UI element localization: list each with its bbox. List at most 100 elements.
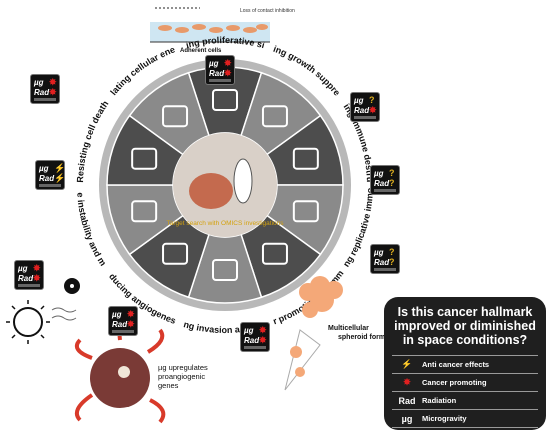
spheroid-blob bbox=[310, 276, 330, 296]
adherent-cells-panel: Adherent cells Loss of contact inhibitio… bbox=[150, 7, 295, 54]
spheroid-illustration bbox=[284, 276, 343, 391]
red-star-icon: ✸ bbox=[33, 273, 41, 283]
lightning-icon: ⚡ bbox=[54, 163, 66, 173]
badge-microgravity-label: µg bbox=[112, 310, 122, 319]
tumor-vessel-illustration bbox=[75, 318, 166, 424]
hallmark-pictogram-icon bbox=[131, 147, 158, 170]
red-star-icon: ✸ bbox=[259, 335, 267, 345]
badge-radiation-label: Rad bbox=[39, 174, 55, 183]
badge-radiation-label: Rad bbox=[374, 179, 390, 188]
wave-icon bbox=[51, 307, 77, 313]
red-star-icon: ✸ bbox=[259, 325, 267, 335]
hallmark-label: Deregulating cellular energetics bbox=[0, 0, 176, 97]
legend-text: Anti cancer effects bbox=[422, 360, 490, 369]
badge-radiation-label: Rad bbox=[354, 106, 370, 115]
legend-text: Microgravity bbox=[422, 414, 467, 423]
hallmark-pictogram-icon bbox=[131, 200, 158, 223]
lightning-icon: ⚡ bbox=[54, 173, 66, 183]
tumor-mass bbox=[90, 348, 150, 408]
sun-rays bbox=[6, 300, 50, 344]
badge-microgravity-label: µg bbox=[39, 164, 49, 173]
cell-blob bbox=[192, 24, 206, 30]
blood-vessel bbox=[75, 318, 166, 424]
hallmark-pictogram-icon bbox=[261, 105, 288, 128]
small-spheroid bbox=[290, 346, 302, 358]
adherent-label: Adherent cells bbox=[180, 48, 222, 54]
badge-footer bbox=[18, 284, 40, 287]
badge-footer bbox=[354, 116, 376, 119]
badge-radiation-label: Rad bbox=[34, 88, 50, 97]
red-star-icon: ✸ bbox=[127, 309, 135, 319]
legend-question: Is this cancer hallmark improved or dimi… bbox=[394, 305, 536, 347]
badge-radiation-label: Rad bbox=[374, 258, 390, 267]
red-star-icon: ✸ bbox=[403, 377, 411, 387]
spheroid-arrow bbox=[284, 329, 321, 391]
badge-microgravity-label: µg bbox=[354, 96, 364, 105]
question-icon: ? bbox=[369, 95, 375, 105]
loss-label: Loss of contact inhibition bbox=[240, 8, 295, 14]
legend-row: µg Microgravity bbox=[392, 409, 538, 428]
cell-blob bbox=[209, 27, 223, 33]
legend-panel: Is this cancer hallmark improved or dimi… bbox=[384, 297, 546, 430]
badge-microgravity-label: µg bbox=[244, 326, 254, 335]
red-star-icon: ✸ bbox=[127, 319, 135, 329]
hallmark-pictogram-icon bbox=[162, 105, 189, 128]
badge-radiation-label: Rad bbox=[18, 274, 34, 283]
badge-microgravity-label: µg bbox=[374, 248, 384, 257]
badge-microgravity-label: µg bbox=[374, 169, 384, 178]
legend-row: ✸ Cancer promoting bbox=[392, 373, 538, 391]
small-spheroid bbox=[295, 367, 305, 377]
badge-footer bbox=[209, 79, 231, 82]
legend-text: Cancer promoting bbox=[422, 378, 487, 387]
tumor-cells-center bbox=[189, 173, 233, 209]
question-icon: ? bbox=[389, 178, 395, 188]
question-icon: ? bbox=[389, 168, 395, 178]
badge-microgravity-label: µg bbox=[18, 264, 28, 273]
badge-radiation-label: Rad bbox=[112, 320, 128, 329]
cell-blob bbox=[256, 24, 268, 30]
sun-icon bbox=[13, 307, 43, 337]
lightning-icon: ⚡ bbox=[401, 359, 413, 369]
legend-symbol: µg bbox=[401, 413, 413, 424]
cell-blob bbox=[158, 25, 172, 31]
badge-footer bbox=[374, 189, 396, 192]
red-star-icon: ✸ bbox=[33, 263, 41, 273]
badge-footer bbox=[112, 330, 134, 333]
badge-radiation-label: Rad bbox=[209, 69, 225, 78]
question-icon: ? bbox=[389, 257, 395, 267]
cell-blob bbox=[243, 27, 257, 33]
badge-radiation-label: Rad bbox=[244, 336, 260, 345]
badge-footer bbox=[374, 268, 396, 271]
badge-footer bbox=[39, 184, 61, 187]
red-star-icon: ✸ bbox=[369, 105, 377, 115]
hallmark-pictogram-icon bbox=[162, 242, 189, 265]
badge-footer bbox=[34, 98, 56, 101]
badge-microgravity-label: µg bbox=[209, 59, 219, 68]
culture-dish bbox=[150, 22, 270, 42]
astronaut-figure bbox=[233, 158, 253, 204]
red-star-icon: ✸ bbox=[224, 68, 232, 78]
legend-row: ⚡ Anti cancer effects bbox=[392, 355, 538, 373]
hallmark-pictogram-icon bbox=[261, 242, 288, 265]
cell-blob bbox=[226, 25, 240, 31]
red-star-icon: ✸ bbox=[49, 77, 57, 87]
badge-footer bbox=[244, 346, 266, 349]
hallmark-pictogram-icon bbox=[212, 89, 238, 111]
question-icon: ? bbox=[389, 247, 395, 257]
trefoil-center bbox=[70, 284, 74, 288]
spheroid-blob bbox=[302, 302, 318, 318]
radiation-source-illustration bbox=[6, 278, 80, 344]
hallmark-pictogram-icon bbox=[292, 147, 319, 170]
legend-symbol: Rad bbox=[398, 395, 416, 406]
